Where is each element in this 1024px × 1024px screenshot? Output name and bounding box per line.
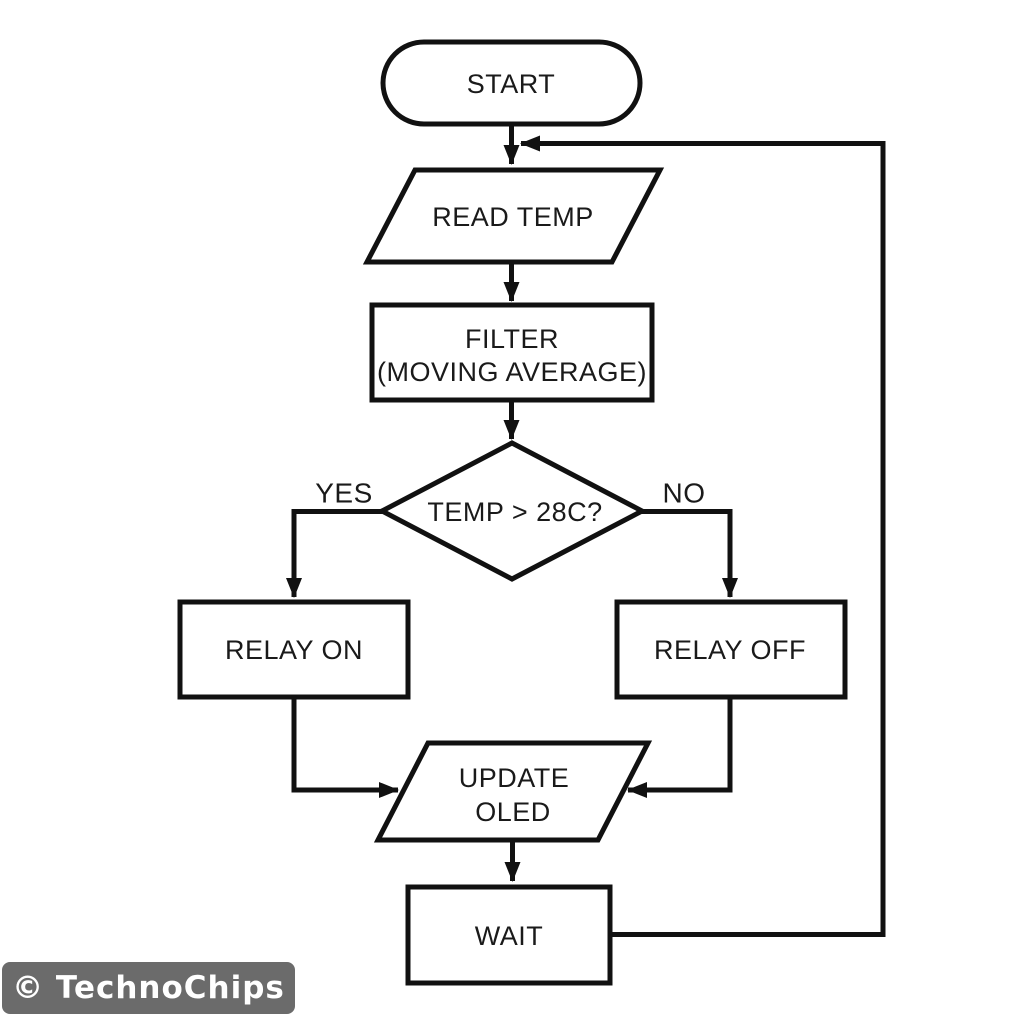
edge-relay-off-to-update-oled <box>627 697 733 798</box>
node-read-temp-label: READ TEMP <box>432 202 594 232</box>
node-filter-shape <box>369 302 655 403</box>
node-filter-label-line1: FILTER <box>465 324 559 354</box>
node-decision-label: TEMP > 28C? <box>427 497 602 527</box>
node-update-oled-label-line2: OLED <box>475 797 551 827</box>
node-update-oled-shape <box>373 740 653 843</box>
edge-relay-on-to-update-oled <box>291 697 399 798</box>
watermark-text: © TechnoChips <box>12 970 285 1006</box>
edge-wait-loop-back <box>520 135 886 937</box>
node-relay-on-label: RELAY ON <box>225 635 363 665</box>
edges-group <box>286 124 886 937</box>
node-decision-shape <box>376 440 648 582</box>
node-update-oled-label-line1: UPDATE <box>459 763 570 793</box>
node-relay-off-shape <box>614 599 848 700</box>
edge-decision-yes-to-relay-on <box>286 509 383 598</box>
node-start-shape <box>380 39 643 127</box>
node-wait-label: WAIT <box>475 921 544 951</box>
branch-label-no: NO <box>663 478 706 509</box>
edge-decision-no-to-relay-off <box>641 509 738 598</box>
node-relay-on-shape <box>177 599 411 700</box>
node-relay-off-label: RELAY OFF <box>654 635 806 665</box>
node-filter-label-line2: (MOVING AVERAGE) <box>377 357 647 387</box>
nodes-group: START READ TEMP FILTER (MOVING AVERAGE) … <box>177 39 848 986</box>
node-read-temp-shape <box>362 167 665 265</box>
node-wait-shape <box>405 884 613 986</box>
branch-label-yes: YES <box>315 478 373 509</box>
watermark-badge: © TechnoChips <box>2 962 295 1014</box>
node-start-label: START <box>467 69 556 99</box>
